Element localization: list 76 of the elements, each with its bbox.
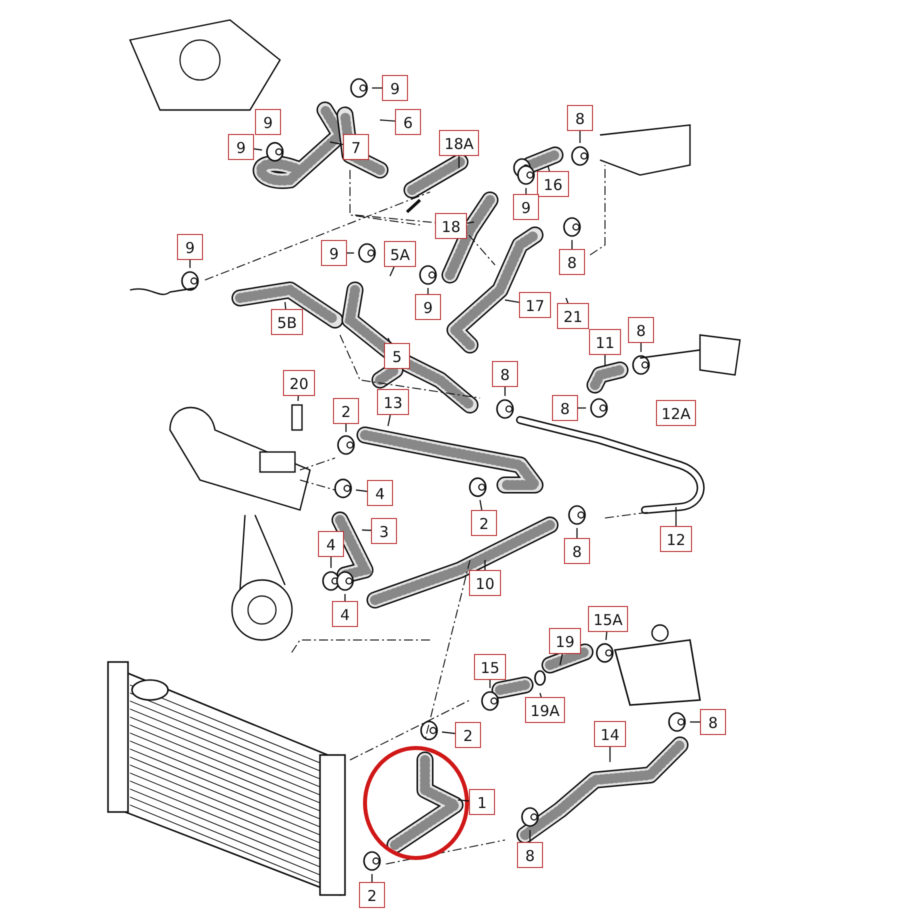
leader-line [254,148,262,151]
leader-line [576,528,578,538]
leader-line [559,654,563,666]
leader-line [387,338,392,344]
leader-line [539,692,542,698]
callout-number: 12A [656,400,696,426]
callout-number: 4 [367,480,393,506]
callout-number: 5A [384,241,416,267]
leader-line [356,489,368,492]
callout-number: 2 [455,722,481,748]
callout-number: 9 [321,240,347,266]
leader-line [466,221,474,224]
callout-number: 8 [700,709,726,735]
leader-line [504,299,520,303]
callout-number: 4 [332,601,358,627]
callout-number: 16 [537,171,569,197]
leader-line [458,799,470,802]
callout-number: 5B [271,309,303,335]
leader-line [605,632,608,640]
callout-number: 7 [343,134,369,160]
leader-line [579,131,581,143]
leader-line [380,119,396,122]
callout-number: 19A [525,697,565,723]
callout-number: 9 [382,75,408,101]
callout-number: 21 [557,303,589,329]
callout-number: 19 [549,628,581,654]
callout-number: 15A [588,606,628,632]
callout-number: 12 [660,526,692,552]
callout-number: 8 [559,249,585,275]
callout-number: 9 [513,194,539,220]
leader-line [372,87,382,89]
leader-line [330,141,344,146]
callout-number: 8 [628,317,654,343]
leader-line [458,156,460,168]
leader-line [484,560,486,570]
leader-line [387,414,391,426]
callout-number: 2 [359,882,385,908]
callout-number: 11 [589,329,621,355]
callout-number: 9 [255,109,281,135]
callout-number: 2 [333,398,359,424]
callout-number: 3 [371,518,397,544]
callout-number: 8 [492,361,518,387]
leader-line [297,396,299,402]
callout-number: 13 [377,389,409,415]
callout-number: 14 [594,721,626,747]
callout-number: 8 [567,105,593,131]
leader-line [565,298,568,304]
callout-number: 9 [177,234,203,260]
callout-number: 18 [435,213,467,239]
callout-number: 10 [469,570,501,596]
leader-line [529,830,531,842]
callout-number: 2 [471,510,497,536]
callout-number: 17 [519,292,551,318]
leader-line [442,731,456,734]
callout-number: 4 [318,531,344,557]
leader-line [690,721,700,723]
callout-number: 6 [395,109,421,135]
callout-number: 8 [552,395,578,421]
leader-line [604,355,606,366]
callout-number: 8 [517,842,543,868]
leader-line [547,166,550,172]
leader-line [479,500,482,510]
leader-line [389,266,395,276]
callout-number: 5 [384,343,410,369]
callout-number: 8 [564,538,590,564]
callout-number: 15 [474,654,506,680]
callout-number: 20 [283,370,315,396]
callout-number: 9 [228,134,254,160]
leader-line [609,747,611,762]
leader-line [675,507,677,526]
callout-number: 9 [415,294,441,320]
leader-line [284,302,286,310]
leader-line [362,529,372,531]
callout-number: 18A [439,130,479,156]
callout-number: 1 [469,789,495,815]
leader-line [330,557,332,568]
